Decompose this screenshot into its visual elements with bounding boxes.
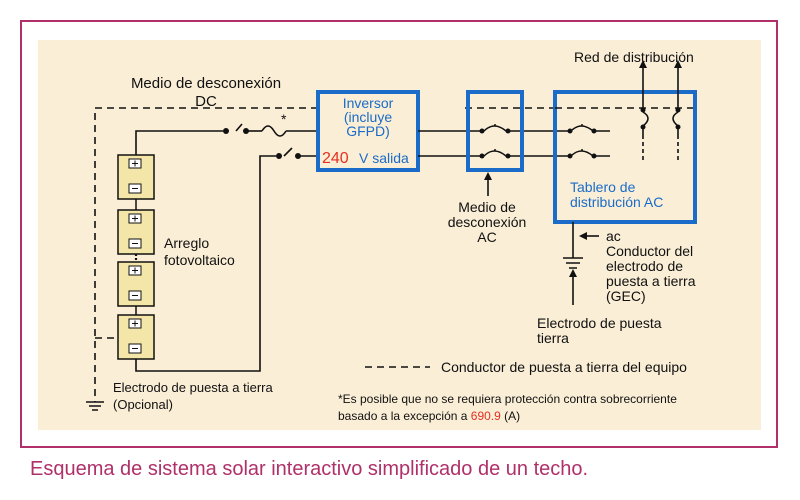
grid-contacts — [640, 107, 681, 130]
optional-ground-symbol — [86, 401, 104, 411]
ac-panel-label-line1: Tablero de — [570, 179, 636, 195]
output-voltage-value: 240 — [322, 150, 349, 167]
inverter-label-line3: GFPD) — [346, 123, 390, 139]
output-voltage-unit: V salida — [359, 150, 409, 166]
asterisk-marker: * — [281, 111, 287, 127]
ac-disconnect-label-line2: desconexión — [448, 214, 527, 230]
footnote-line2: basado a la excepción a 690.9 (A) — [338, 409, 520, 423]
equipment-grounding-conductor — [94, 107, 555, 402]
grounding-electrode-label-line1: Electrodo de puesta — [537, 315, 662, 331]
optional-electrode-label-line1: Electrodo de puesta a tierra — [113, 380, 273, 395]
ac-panel-box — [553, 90, 697, 224]
pv-array — [117, 154, 155, 360]
grid-arrows — [639, 60, 682, 100]
dc-disconnect-label-line2: DC — [195, 93, 217, 110]
dc-disconnect-label-line1: Medio de desconexión — [131, 75, 281, 92]
pv-array-label-line1: Arreglo — [164, 235, 209, 251]
grid-connection — [642, 100, 679, 160]
gec-label-line1: ac — [606, 228, 621, 244]
gec-label-line3: electrodo de — [606, 258, 683, 274]
gec-label-line5: (GEC) — [606, 288, 646, 304]
figure-caption: Esquema de sistema solar interactivo sim… — [30, 458, 589, 480]
inverter-label-line2: (incluye — [344, 109, 392, 125]
ac-disconnect-label-line1: Medio de — [458, 199, 516, 215]
dc-conductors — [135, 123, 318, 372]
ac-disconnect-box — [466, 90, 524, 172]
gec-conductor — [563, 222, 583, 269]
gec-label-line4: puesta a tierra — [606, 273, 696, 289]
ac-panel-breakers — [555, 107, 693, 157]
ac-disconnect-contacts — [479, 128, 511, 159]
ground-arrows — [484, 172, 599, 305]
ac-disconnect-switch — [470, 124, 520, 157]
ac-panel-contacts — [567, 128, 597, 159]
footnote-text-after: (A) — [501, 409, 520, 423]
footnote-line1: *Es posible que no se requiera protecció… — [338, 392, 677, 406]
gec-label-line2: Conductor del — [606, 243, 693, 259]
ac-disconnect-label-line3: AC — [477, 229, 496, 245]
diagram-panel — [38, 40, 761, 430]
footnote-text-before: basado a la excepción a — [338, 409, 471, 423]
grid-label: Red de distribución — [574, 49, 694, 65]
footnote-reference: 690.9 — [471, 409, 501, 423]
ac-conductors — [418, 130, 555, 157]
pv-array-label-line2: fotovoltaico — [164, 252, 235, 268]
optional-electrode-label-line2: (Opcional) — [113, 397, 173, 412]
legend-label: Conductor de puesta a tierra del equipo — [441, 359, 687, 375]
ac-panel-label-line2: distribución AC — [570, 194, 663, 210]
dc-disconnect-switch — [223, 128, 301, 159]
inverter-label-line1: Inversor — [343, 95, 394, 111]
grounding-electrode-label-line2: tierra — [537, 330, 569, 346]
